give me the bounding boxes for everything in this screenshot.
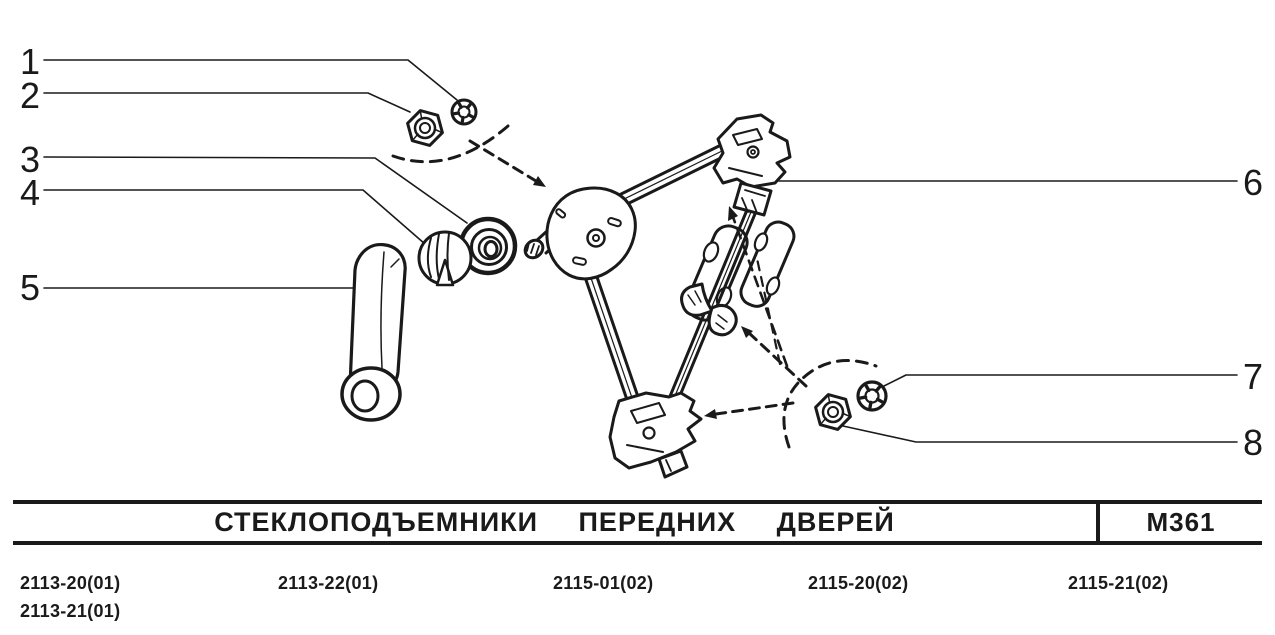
- model-code-column: 2115-20(02): [808, 569, 908, 597]
- guide-clip-icon: [680, 282, 738, 337]
- sheet-code: М361: [1096, 504, 1262, 541]
- handle-rosette-icon: [458, 216, 518, 276]
- callout-numbers: 1 2 3 4 5 6 7 8: [20, 41, 1263, 463]
- model-code-column: 2113-22(01): [278, 569, 378, 597]
- regulator-frame: [523, 113, 796, 479]
- model-code-column: 2115-21(02): [1068, 569, 1168, 597]
- model-code: 2113-22(01): [278, 573, 379, 593]
- mounting-plate-right-icon: [739, 220, 796, 308]
- callout-8: 8: [1243, 422, 1263, 463]
- exploded-diagram: 1 2 3 4 5 6 7 8: [20, 41, 1263, 479]
- leader-2: [43, 92, 411, 113]
- callout-2: 2: [20, 75, 40, 116]
- upper-bracket-icon: [712, 113, 792, 217]
- table-title: СТЕКЛОПОДЪЕМНИКИ ПЕРЕДНИХ ДВЕРЕЙ: [214, 507, 895, 537]
- lock-washer-bottom-icon: [856, 380, 888, 412]
- callout-5: 5: [20, 267, 40, 308]
- title-band: СТЕКЛОПОДЪЕМНИКИ ПЕРЕДНИХ ДВЕРЕЙ М361: [13, 500, 1262, 545]
- bottom-fastener-callout-marks: [704, 206, 878, 449]
- hex-nut-top-icon: [406, 109, 444, 147]
- leader-4: [43, 189, 426, 245]
- leader-1: [43, 59, 458, 101]
- top-fastener-callout-marks: [391, 124, 546, 187]
- callout-7: 7: [1243, 356, 1263, 397]
- callout-4: 4: [20, 172, 40, 213]
- model-code: 2115-01(02): [553, 573, 654, 593]
- arrowhead: [741, 326, 753, 338]
- drive-unit-icon: [523, 186, 637, 281]
- callout-1: 1: [20, 41, 40, 82]
- leader-lines: [43, 59, 1238, 443]
- model-code: 2113-20(01): [20, 573, 121, 593]
- window-crank-handle-icon: [340, 243, 407, 422]
- arrowhead: [728, 206, 738, 221]
- hex-nut-bottom-icon: [814, 393, 852, 431]
- arrowhead: [704, 409, 717, 419]
- model-code-column: 2115-01(02): [553, 569, 653, 597]
- arrowhead: [533, 176, 546, 187]
- upper-drive-tube: [611, 144, 727, 210]
- leader-7: [883, 374, 1238, 387]
- callout-3: 3: [20, 139, 40, 180]
- handle-escutcheon-icon: [417, 230, 473, 287]
- leader-3: [43, 156, 468, 224]
- lock-washer-top-icon: [450, 98, 478, 126]
- callout-6: 6: [1243, 162, 1263, 203]
- lower-bracket-icon: [608, 391, 703, 479]
- leader-8: [842, 425, 1238, 443]
- model-code: 2113-21(01): [20, 601, 121, 621]
- model-code: 2115-21(02): [1068, 573, 1169, 593]
- model-code-column: 2113-20(01) 2113-21(01): [20, 569, 120, 625]
- model-code: 2115-20(02): [808, 573, 909, 593]
